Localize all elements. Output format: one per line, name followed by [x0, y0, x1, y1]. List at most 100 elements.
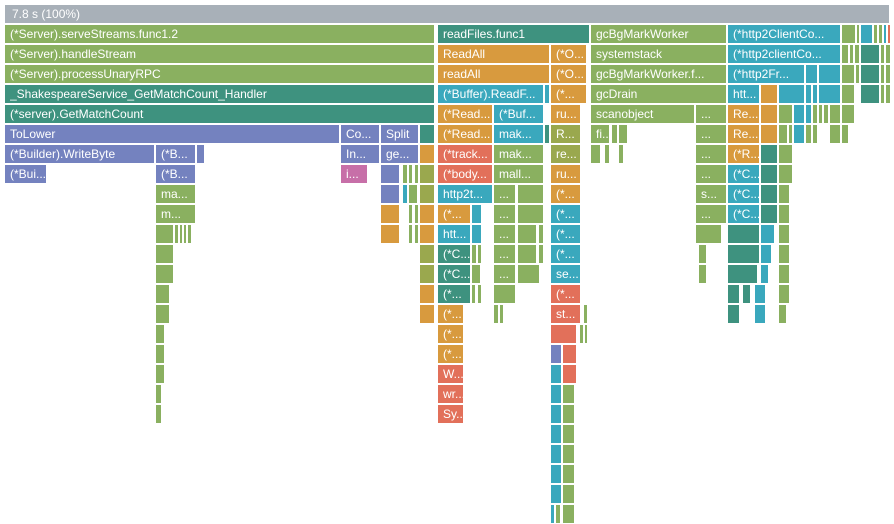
- flame-frame-unlabeled[interactable]: [886, 85, 891, 104]
- flame-frame[interactable]: (*Server).serveStreams.func1.2: [5, 25, 435, 44]
- flame-frame-unlabeled[interactable]: [728, 265, 758, 284]
- flame-frame-unlabeled[interactable]: [761, 105, 778, 124]
- flame-frame[interactable]: ...: [696, 145, 727, 164]
- flame-frame[interactable]: (*B...: [156, 145, 196, 164]
- flame-frame-unlabeled[interactable]: [696, 225, 722, 244]
- flame-frame[interactable]: Re...: [728, 105, 760, 124]
- flame-frame-unlabeled[interactable]: [415, 165, 419, 184]
- flame-frame[interactable]: (*http2ClientCo...: [728, 25, 841, 44]
- flame-frame-unlabeled[interactable]: [842, 45, 849, 64]
- flame-frame-unlabeled[interactable]: [761, 165, 778, 184]
- flame-frame-unlabeled[interactable]: [184, 225, 187, 244]
- flame-frame-unlabeled[interactable]: [381, 165, 400, 184]
- flame-frame-unlabeled[interactable]: [881, 65, 885, 84]
- flame-frame-unlabeled[interactable]: [861, 25, 873, 44]
- flame-frame-unlabeled[interactable]: [420, 165, 435, 184]
- flame-frame-unlabeled[interactable]: [563, 365, 577, 384]
- flame-frame-unlabeled[interactable]: [699, 265, 707, 284]
- flame-frame-unlabeled[interactable]: [813, 105, 818, 124]
- flame-frame-unlabeled[interactable]: [761, 205, 778, 224]
- flame-frame[interactable]: mak...: [494, 145, 544, 164]
- flame-frame-unlabeled[interactable]: [551, 465, 562, 484]
- flame-frame-unlabeled[interactable]: [156, 245, 174, 264]
- flame-frame-unlabeled[interactable]: [842, 105, 855, 124]
- flame-frame[interactable]: ToLower: [5, 125, 340, 144]
- flame-frame[interactable]: (*O...: [551, 65, 587, 84]
- flame-frame-unlabeled[interactable]: [420, 185, 435, 204]
- flame-frame-unlabeled[interactable]: [156, 305, 170, 324]
- flame-frame[interactable]: ge...: [381, 145, 419, 164]
- flame-frame-unlabeled[interactable]: [824, 105, 829, 124]
- flame-frame-unlabeled[interactable]: [779, 145, 793, 164]
- flame-frame[interactable]: (*C...: [728, 165, 760, 184]
- flame-frame-unlabeled[interactable]: [761, 125, 778, 144]
- flame-frame-unlabeled[interactable]: [761, 85, 778, 104]
- flame-frame[interactable]: Split: [381, 125, 419, 144]
- flame-frame-unlabeled[interactable]: [806, 85, 812, 104]
- flame-frame[interactable]: gcBgMarkWorker: [591, 25, 727, 44]
- flame-frame[interactable]: i...: [341, 165, 368, 184]
- flame-frame[interactable]: m...: [156, 205, 196, 224]
- flame-frame[interactable]: (*...: [438, 345, 464, 364]
- flame-frame-unlabeled[interactable]: [188, 225, 192, 244]
- flame-frame-unlabeled[interactable]: [779, 265, 790, 284]
- flame-frame-unlabeled[interactable]: [728, 305, 740, 324]
- flame-frame-unlabeled[interactable]: [472, 205, 482, 224]
- flame-frame[interactable]: se...: [551, 265, 581, 284]
- flame-frame-unlabeled[interactable]: [518, 265, 540, 284]
- flame-frame-unlabeled[interactable]: [884, 25, 887, 44]
- flame-frame-unlabeled[interactable]: [584, 305, 588, 324]
- flame-frame-unlabeled[interactable]: [539, 225, 544, 244]
- flame-frame[interactable]: (*server).GetMatchCount: [5, 105, 435, 124]
- flame-frame-unlabeled[interactable]: [156, 225, 174, 244]
- flame-frame-unlabeled[interactable]: [381, 205, 400, 224]
- flame-frame-unlabeled[interactable]: [500, 305, 504, 324]
- flame-frame-unlabeled[interactable]: [518, 205, 544, 224]
- flame-frame-unlabeled[interactable]: [842, 85, 855, 104]
- flame-frame-unlabeled[interactable]: [857, 25, 860, 44]
- flame-frame-unlabeled[interactable]: [779, 205, 790, 224]
- flame-frame[interactable]: (*...: [551, 205, 581, 224]
- flame-frame[interactable]: (*http2clientCo...: [728, 45, 841, 64]
- flame-frame[interactable]: (*Read...: [438, 105, 493, 124]
- flame-frame[interactable]: ...: [494, 245, 516, 264]
- flame-frame-unlabeled[interactable]: [580, 325, 584, 344]
- flame-frame[interactable]: (*...: [551, 85, 587, 104]
- flame-frame-unlabeled[interactable]: [472, 285, 476, 304]
- flame-frame[interactable]: (*Buffer).ReadF...: [438, 85, 544, 104]
- flame-frame-unlabeled[interactable]: [612, 125, 618, 144]
- flame-frame-unlabeled[interactable]: [619, 145, 624, 164]
- flame-frame-unlabeled[interactable]: [861, 85, 880, 104]
- flame-frame-unlabeled[interactable]: [779, 185, 790, 204]
- flame-frame-unlabeled[interactable]: [551, 405, 562, 424]
- flame-frame-unlabeled[interactable]: [789, 125, 793, 144]
- flame-frame-unlabeled[interactable]: [794, 105, 805, 124]
- flame-frame[interactable]: ...: [494, 205, 516, 224]
- flame-frame-unlabeled[interactable]: [699, 245, 707, 264]
- flame-frame-unlabeled[interactable]: [842, 125, 849, 144]
- flame-frame[interactable]: ...: [494, 185, 516, 204]
- flame-frame-unlabeled[interactable]: [761, 145, 778, 164]
- flame-frame-unlabeled[interactable]: [563, 425, 575, 444]
- flame-frame[interactable]: (*Read...: [438, 125, 493, 144]
- flame-frame-unlabeled[interactable]: [779, 105, 793, 124]
- flame-frame-unlabeled[interactable]: [842, 65, 855, 84]
- flame-frame[interactable]: ...: [696, 205, 727, 224]
- flame-frame[interactable]: st...: [551, 305, 581, 324]
- flame-frame[interactable]: mak...: [494, 125, 544, 144]
- flame-frame-unlabeled[interactable]: [545, 85, 550, 104]
- flame-frame-unlabeled[interactable]: [551, 345, 562, 364]
- flame-frame-unlabeled[interactable]: [156, 365, 165, 384]
- flame-frame[interactable]: (*C...: [438, 245, 471, 264]
- flame-frame-unlabeled[interactable]: [881, 45, 885, 64]
- flame-frame-unlabeled[interactable]: [518, 225, 537, 244]
- flame-frame-unlabeled[interactable]: [420, 225, 435, 244]
- flame-frame-unlabeled[interactable]: [539, 245, 544, 264]
- flame-frame-unlabeled[interactable]: [806, 125, 812, 144]
- flame-frame-unlabeled[interactable]: [806, 105, 812, 124]
- flame-frame[interactable]: mall...: [494, 165, 544, 184]
- flame-frame-unlabeled[interactable]: [472, 265, 481, 284]
- flame-frame[interactable]: (*Server).processUnaryRPC: [5, 65, 435, 84]
- flame-frame-unlabeled[interactable]: [156, 385, 162, 404]
- flame-frame-unlabeled[interactable]: [779, 225, 790, 244]
